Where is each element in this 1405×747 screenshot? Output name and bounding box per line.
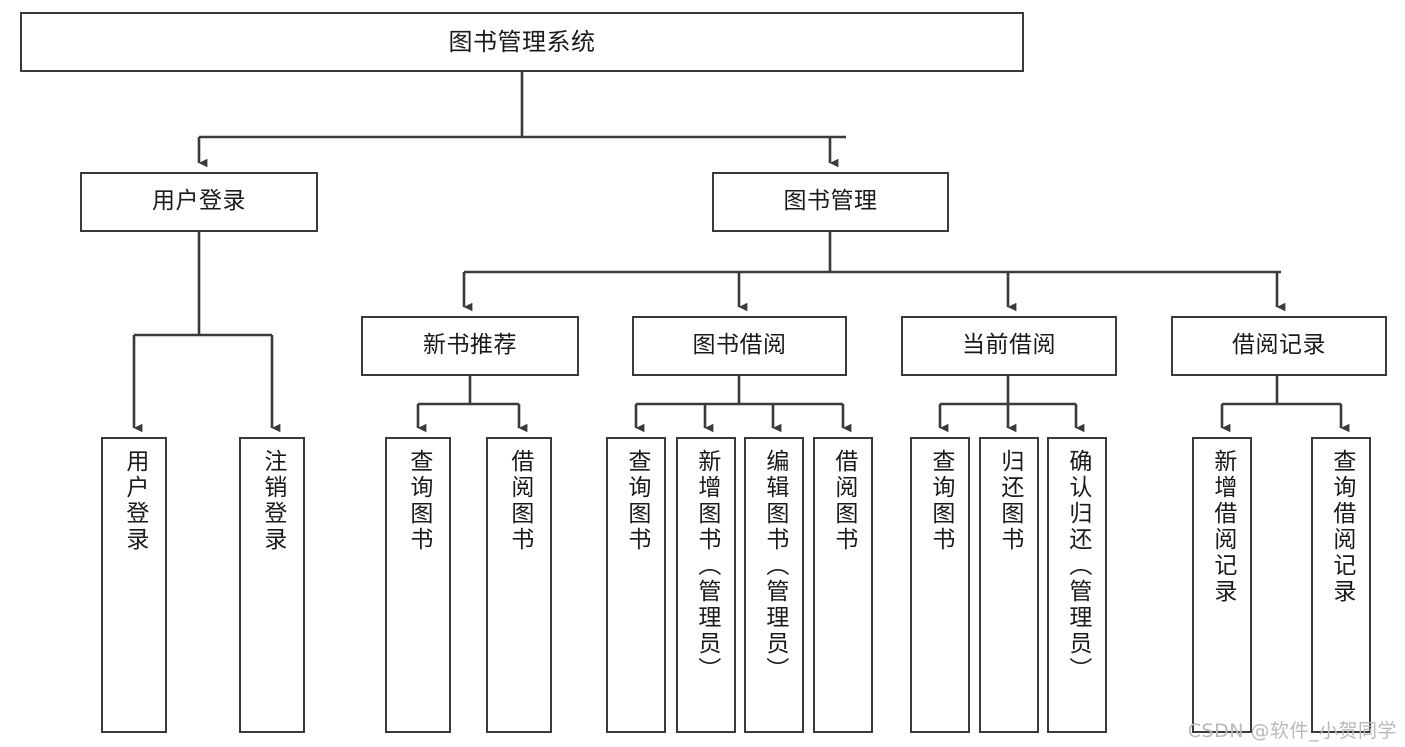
node-borrow-record[interactable]: 借阅记录 (1171, 316, 1387, 376)
node-current-borrow-label: 当前借阅 (962, 332, 1056, 359)
node-leaf-edit-book-label: 编辑图书（管理员） (761, 449, 788, 683)
node-leaf-user-login[interactable]: 用户登录 (101, 437, 167, 733)
node-new-book-recommend[interactable]: 新书推荐 (361, 316, 579, 376)
node-book-manage-label: 图书管理 (783, 188, 878, 215)
node-borrow-record-label: 借阅记录 (1232, 332, 1326, 359)
node-user-login[interactable]: 用户登录 (80, 172, 318, 232)
node-book-manage[interactable]: 图书管理 (712, 172, 949, 232)
node-leaf-borrow-book-1-label: 借阅图书 (506, 449, 533, 553)
node-leaf-query-record[interactable]: 查询借阅记录 (1311, 437, 1371, 733)
node-leaf-logout-login[interactable]: 注销登录 (239, 437, 305, 733)
node-leaf-query-book-3-label: 查询图书 (927, 449, 954, 553)
node-leaf-borrow-book-2[interactable]: 借阅图书 (813, 437, 873, 733)
node-leaf-query-record-label: 查询借阅记录 (1328, 449, 1355, 605)
node-leaf-user-login-label: 用户登录 (121, 449, 148, 553)
node-leaf-edit-book[interactable]: 编辑图书（管理员） (744, 437, 804, 733)
node-leaf-query-book-1-label: 查询图书 (405, 449, 432, 553)
node-leaf-confirm-return-label: 确认归还（管理员） (1064, 449, 1091, 683)
node-root[interactable]: 图书管理系统 (20, 12, 1024, 72)
node-leaf-add-book[interactable]: 新增图书（管理员） (676, 437, 736, 733)
node-leaf-query-book-3[interactable]: 查询图书 (910, 437, 970, 733)
node-leaf-add-record-label: 新增借阅记录 (1209, 449, 1236, 605)
node-book-borrow-label: 图书借阅 (692, 332, 787, 359)
node-leaf-query-book-1[interactable]: 查询图书 (385, 437, 451, 733)
node-leaf-return-book-label: 归还图书 (996, 449, 1023, 553)
node-leaf-add-record[interactable]: 新增借阅记录 (1192, 437, 1252, 733)
node-leaf-borrow-book-1[interactable]: 借阅图书 (486, 437, 552, 733)
node-book-borrow[interactable]: 图书借阅 (632, 316, 847, 376)
node-leaf-borrow-book-2-label: 借阅图书 (830, 449, 857, 553)
node-leaf-query-book-2[interactable]: 查询图书 (606, 437, 666, 733)
node-leaf-add-book-label: 新增图书（管理员） (693, 449, 720, 683)
node-current-borrow[interactable]: 当前借阅 (901, 316, 1117, 376)
node-root-label: 图书管理系统 (448, 27, 596, 56)
node-user-login-label: 用户登录 (152, 188, 246, 215)
node-leaf-query-book-2-label: 查询图书 (623, 449, 650, 553)
node-new-book-recommend-label: 新书推荐 (423, 332, 517, 359)
node-leaf-logout-login-label: 注销登录 (259, 449, 286, 553)
node-leaf-return-book[interactable]: 归还图书 (979, 437, 1039, 733)
node-leaf-confirm-return[interactable]: 确认归还（管理员） (1047, 437, 1107, 733)
csdn-watermark: CSDN @软件_小贺同学 (1187, 720, 1397, 742)
